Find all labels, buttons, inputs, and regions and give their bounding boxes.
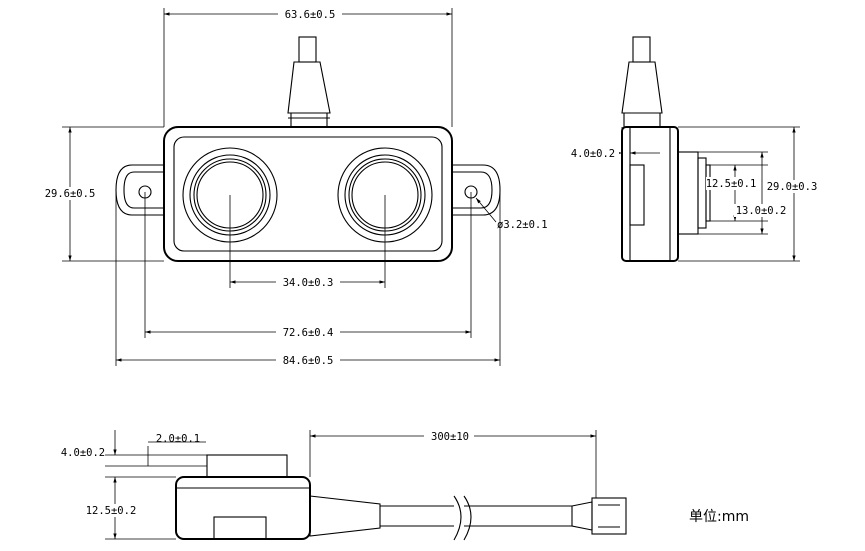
- side-view: 4.0±0.2 12.5±0.1 13.0±0.2 29.0±0.3: [567, 36, 822, 262]
- bottom-cable-boot: [309, 495, 381, 537]
- height-label: 29.6±0.5: [45, 188, 96, 200]
- hole-spacing-label: 72.6±0.4: [283, 327, 334, 339]
- cable-length-label: 300±10: [431, 431, 469, 443]
- sensor-body-outline: [163, 126, 453, 262]
- window-height-label: 12.5±0.1: [706, 178, 757, 190]
- hole-diameter-label: ø3.2±0.1: [497, 219, 548, 231]
- sensor-body-inner: [173, 136, 443, 252]
- body-height-label: 29.0±0.3: [767, 181, 818, 193]
- bottom-lens: [206, 454, 288, 478]
- cable-boot: [287, 61, 331, 114]
- sensor-spacing-label: 34.0±0.3: [283, 277, 334, 289]
- side-cable-boot: [621, 61, 663, 114]
- unit-label: 单位:mm: [689, 509, 749, 525]
- side-cable-stub: [632, 36, 651, 63]
- cable-stub: [298, 36, 317, 63]
- side-lens-face: [697, 157, 707, 229]
- connector: [591, 497, 627, 535]
- side-ear-profile: [629, 164, 645, 226]
- side-lens-housing: [677, 151, 699, 235]
- bottom-ear: [213, 516, 267, 540]
- connector-boot: [571, 501, 593, 531]
- top-width-label: 63.6±0.5: [285, 9, 336, 21]
- overall-width-label: 84.6±0.5: [283, 355, 334, 367]
- bottom-body: [175, 476, 311, 540]
- lens-height-label: 13.0±0.2: [736, 205, 787, 217]
- body-depth-label: 12.5±0.2: [86, 505, 137, 517]
- flange-label: 4.0±0.2: [571, 148, 615, 160]
- front-view: 63.6±0.5 29.6±0.5 ø3.2±0.1 34.0±0.3 72.6…: [40, 7, 548, 367]
- bottom-view: 300±10 2.0±0.1 4.0±0.2 12.5±0.2: [61, 430, 627, 541]
- lens-protrusion-label: 2.0±0.1: [156, 433, 200, 445]
- top-step-label: 4.0±0.2: [61, 447, 105, 459]
